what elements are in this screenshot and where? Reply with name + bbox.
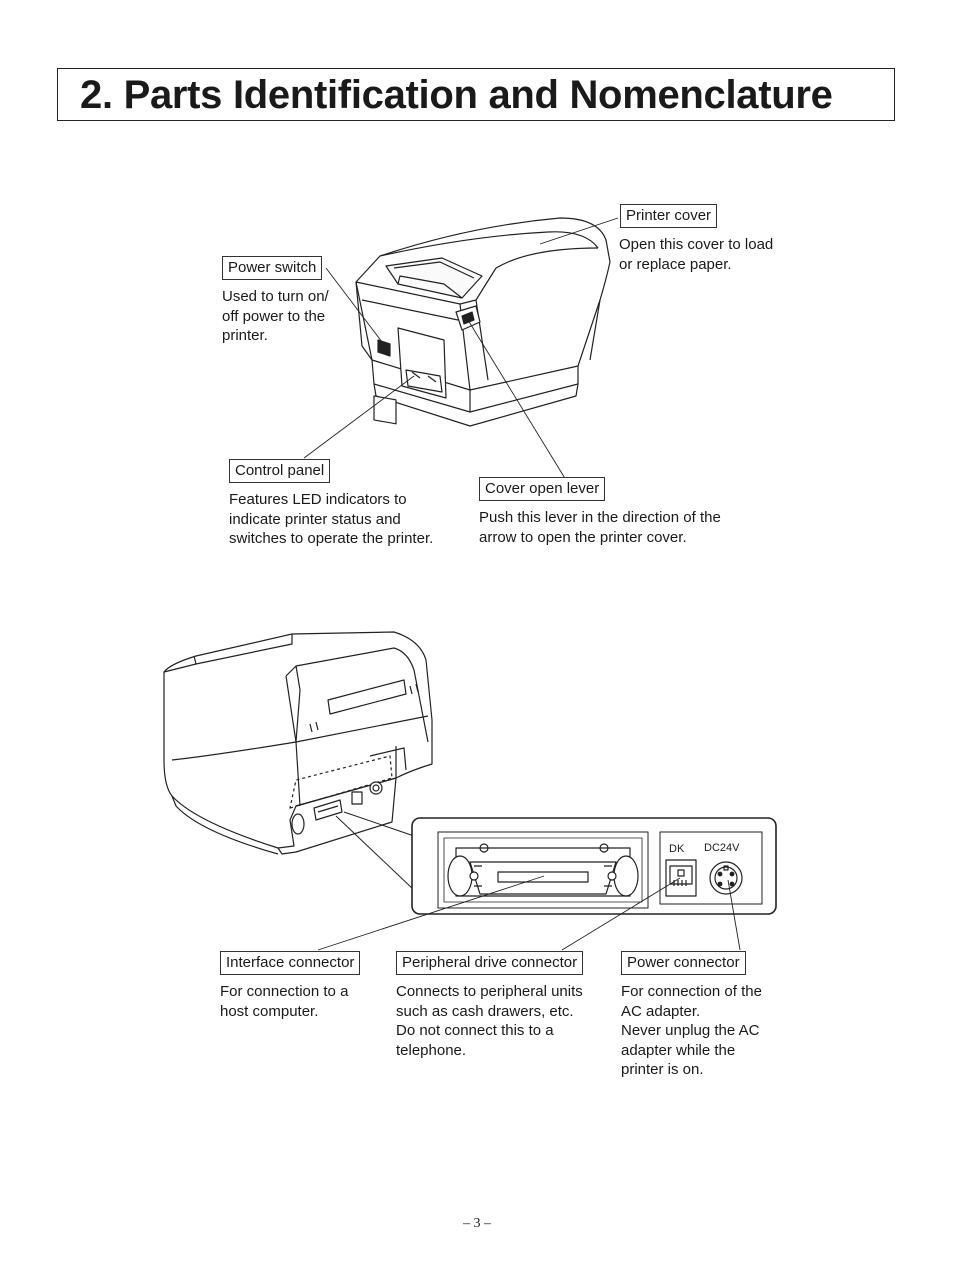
page-title: 2. Parts Identification and Nomenclature	[80, 73, 833, 117]
front-printer-illustration	[355, 217, 611, 427]
power-connector-label: Power connector	[621, 951, 746, 975]
printer-cover-label: Printer cover	[620, 204, 718, 228]
power-switch-label: Power switch	[222, 256, 323, 280]
cover-open-lever-label: Cover open lever	[479, 477, 606, 501]
power-switch-description: Used to turn on/ off power to the printe…	[222, 288, 329, 344]
peripheral-drive-connector-description: Connects to peripheral units such as cas…	[396, 983, 583, 1059]
page-number: – 3 –	[463, 1216, 491, 1231]
rear-printer-illustration	[163, 631, 433, 855]
interface-connector-label: Interface connector	[220, 951, 361, 975]
power-connector-description: For connection of the AC adapter. Never …	[621, 983, 762, 1078]
peripheral-drive-connector-label: Peripheral drive connector	[396, 951, 584, 975]
page-title-box: 2. Parts Identification and Nomenclature	[57, 68, 895, 121]
zoom-lines	[335, 811, 415, 891]
rear-leader-lines	[317, 875, 741, 951]
cover-open-lever-description: Push this lever in the direction of the …	[479, 509, 721, 546]
control-panel-label: Control panel	[229, 459, 331, 483]
interface-connector-description: For connection to a host computer.	[220, 983, 349, 1020]
connector-zoom-panel	[411, 817, 777, 915]
control-panel-description: Features LED indicators to indicate prin…	[229, 491, 434, 547]
front-leader-lines	[303, 217, 619, 481]
dk-port-label: DK	[669, 843, 685, 855]
dc24v-port-label: DC24V	[704, 842, 740, 854]
printer-cover-description: Open this cover to load or replace paper…	[619, 236, 774, 273]
